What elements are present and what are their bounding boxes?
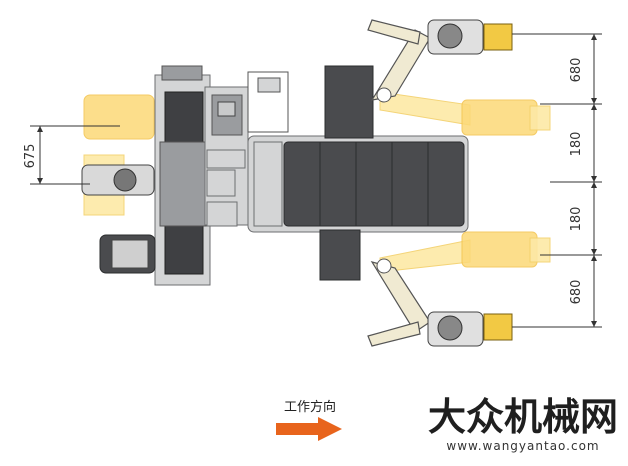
bottom-drill-motor-hub	[437, 315, 463, 341]
top-drill-motor-hub	[437, 23, 463, 49]
direction-label: 工作方向	[284, 399, 336, 415]
cab-screen	[217, 101, 236, 117]
top-boom-assembly	[367, 19, 513, 103]
bottom-boom-link	[367, 321, 421, 347]
dim-label-top-inner: 180	[569, 132, 584, 157]
watermark-title: 大众机械网	[428, 395, 618, 439]
dim-label-left: 675	[23, 144, 38, 169]
conveyor-belt	[283, 141, 465, 227]
dim-label-top-boom: 680	[569, 58, 584, 83]
tick-lower-b	[591, 255, 597, 261]
tick-top	[591, 34, 597, 40]
bottom-ghost-head	[461, 231, 538, 268]
top-boom-pivot	[376, 87, 392, 103]
top-boom-link	[367, 19, 421, 45]
bottom-boom-assembly	[367, 258, 513, 347]
bottom-ghost-bit	[529, 237, 551, 263]
top-ghost-bit	[529, 105, 551, 131]
upper-side-block	[324, 65, 374, 139]
machine-body	[81, 65, 469, 286]
tick-bottom	[591, 321, 597, 327]
conveyor-end	[253, 141, 283, 227]
dim-label-bottom-boom: 680	[569, 280, 584, 305]
bottom-boom-pivot	[376, 258, 392, 274]
top-ghost-head	[461, 99, 538, 136]
rear-grid-top	[164, 91, 204, 145]
cab-panel-c	[206, 201, 238, 227]
rear-winch-coil	[111, 239, 149, 269]
dimension-lines: 680 180 180 680 675	[23, 33, 602, 328]
direction-arrow-icon	[276, 417, 342, 441]
cab-panel-b	[206, 169, 236, 197]
rear-top-box	[161, 65, 203, 81]
bottom-drill-bit	[483, 313, 513, 341]
middle-upper-box	[257, 77, 281, 93]
tick-center-b	[591, 182, 597, 188]
rear-drill-motor	[113, 168, 137, 192]
rear-grid-bottom	[164, 225, 204, 275]
dim-label-bottom-inner: 180	[569, 207, 584, 232]
working-direction: 工作方向	[276, 399, 342, 441]
left-ghost-head	[83, 94, 155, 140]
left-tick-top	[37, 126, 43, 132]
tick-upper-b	[591, 104, 597, 110]
top-ghost-boom	[379, 91, 471, 126]
tick-lower-a	[591, 249, 597, 255]
tick-upper-a	[591, 98, 597, 104]
watermark-url: www.wangyantao.com	[446, 439, 599, 453]
diamond-plate	[159, 141, 209, 227]
cab-panel-a	[206, 149, 246, 169]
left-tick-bottom	[37, 178, 43, 184]
top-drill-bit	[483, 23, 513, 51]
watermark: 大众机械网 www.wangyantao.com	[428, 395, 618, 453]
lower-side-block	[319, 229, 361, 281]
tick-center-a	[591, 176, 597, 182]
